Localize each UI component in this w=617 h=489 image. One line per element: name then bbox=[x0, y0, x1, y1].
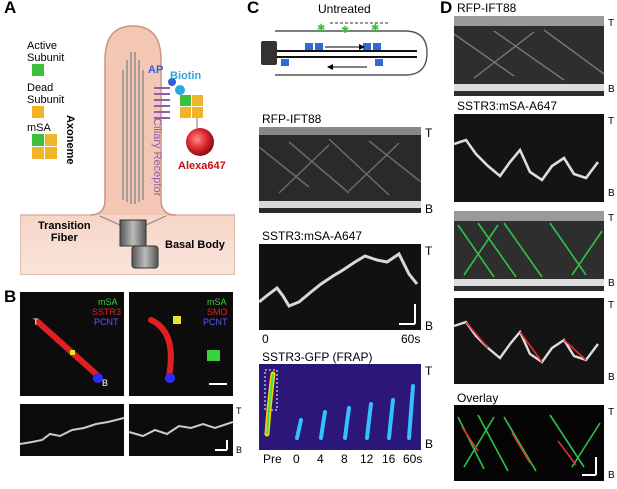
ciliary-receptor-label: Ciliary Receptor bbox=[151, 118, 163, 197]
panel-b-left-kymograph bbox=[20, 404, 124, 456]
legend-dead-subunit: Dead Subunit bbox=[27, 82, 65, 106]
frap-tick-8: 8 bbox=[341, 452, 348, 466]
d-overlay-image bbox=[454, 405, 604, 481]
d-rfp-b-label: B bbox=[608, 84, 615, 95]
panel-b-right-kymograph bbox=[129, 404, 233, 456]
b-left-t-label: T bbox=[33, 317, 39, 327]
c-sstr3-title: SSTR3:mSA-A647 bbox=[262, 229, 363, 243]
b-kymo-b-label: B bbox=[236, 445, 243, 455]
ift-schematic: ✱ ✱ ✱ bbox=[255, 17, 430, 87]
d-rfp-kymograph bbox=[454, 16, 604, 96]
axoneme-label: Axoneme bbox=[64, 115, 76, 165]
b-right-legend-msa: mSA bbox=[207, 297, 227, 307]
b-right-legend-pcnt: PCNT bbox=[203, 317, 228, 327]
svg-text:✱: ✱ bbox=[341, 25, 349, 36]
b-kymo-t-label: T bbox=[236, 406, 242, 416]
panel-label-b: B bbox=[4, 287, 17, 306]
d-overlay-b-label: B bbox=[608, 470, 615, 481]
d-sstr3-kymograph bbox=[454, 114, 604, 202]
d-rfp-traced-kymograph bbox=[454, 211, 604, 291]
c-frap-b-label: B bbox=[425, 437, 434, 451]
frap-tick-12: 12 bbox=[360, 452, 374, 466]
d-sstr3-traced-b-label: B bbox=[608, 372, 615, 383]
b-left-legend-pcnt: PCNT bbox=[94, 317, 119, 327]
frap-tick-4: 4 bbox=[317, 452, 324, 466]
b-left-legend-msa: mSA bbox=[98, 297, 118, 307]
c-frap-title: SSTR3-GFP (FRAP) bbox=[262, 350, 373, 364]
d-rfp-t-label: T bbox=[608, 18, 615, 29]
biotin-label: Biotin bbox=[170, 70, 202, 82]
svg-text:✱: ✱ bbox=[371, 23, 379, 34]
panel-b-left-image bbox=[20, 292, 124, 396]
panel-label-c: C bbox=[247, 0, 260, 17]
d-rfp-title: RFP-IFT88 bbox=[457, 1, 517, 15]
svg-text:✱: ✱ bbox=[317, 23, 325, 34]
legend-msa: mSA bbox=[27, 122, 51, 134]
b-right-legend-smo: SMO bbox=[207, 307, 228, 317]
frap-tick-60s: 60s bbox=[403, 452, 423, 466]
untreated-title: Untreated bbox=[318, 2, 371, 16]
panel-b-right-image bbox=[129, 292, 233, 396]
ciliary-receptor bbox=[154, 87, 170, 119]
legend-active-subunit: Active Subunit bbox=[27, 40, 65, 64]
c-rfp-title: RFP-IFT88 bbox=[262, 112, 322, 126]
d-overlay-t-label: T bbox=[608, 407, 615, 418]
basal-body-label: Basal Body bbox=[165, 239, 225, 251]
d-sstr3-traced-kymograph bbox=[454, 298, 604, 384]
c-frap-image bbox=[259, 364, 421, 450]
frap-tick-pre: Pre bbox=[263, 452, 282, 466]
d-rfp-traced-t-label: T bbox=[608, 213, 615, 224]
cilium-schematic bbox=[20, 20, 235, 275]
cilium bbox=[89, 25, 177, 216]
panel-label-d: D bbox=[440, 0, 453, 17]
c-sstr3-kymograph bbox=[259, 244, 421, 330]
frap-tick-0: 0 bbox=[293, 452, 300, 466]
c-frap-t-label: T bbox=[425, 364, 433, 378]
alexa647-label: Alexa647 bbox=[178, 160, 226, 172]
b-left-b-label: B bbox=[102, 378, 109, 388]
b-left-legend-sstr3: SSTR3 bbox=[92, 307, 122, 317]
frap-tick-16: 16 bbox=[382, 452, 396, 466]
alexa647-dye bbox=[186, 128, 214, 156]
c-axis-start: 0 bbox=[262, 332, 269, 346]
c-sstr3-b-label: B bbox=[425, 319, 434, 333]
d-overlay-title: Overlay bbox=[457, 391, 499, 405]
transition-fiber-label: Transition Fiber bbox=[38, 220, 91, 244]
panel-label-a: A bbox=[4, 0, 17, 17]
d-sstr3-traced-t-label: T bbox=[608, 300, 615, 311]
d-sstr3-t-label: T bbox=[608, 116, 615, 127]
c-axis-end: 60s bbox=[401, 332, 421, 346]
c-rfp-b-label: B bbox=[425, 202, 434, 216]
ap-label: AP bbox=[148, 64, 164, 76]
d-sstr3-b-label: B bbox=[608, 188, 615, 199]
c-rfp-t-label: T bbox=[425, 126, 433, 140]
basal-body bbox=[119, 219, 147, 247]
d-sstr3-title: SSTR3:mSA-A647 bbox=[457, 99, 558, 113]
c-rfp-kymograph bbox=[259, 127, 421, 213]
c-sstr3-t-label: T bbox=[425, 244, 433, 258]
d-rfp-traced-b-label: B bbox=[608, 278, 615, 289]
